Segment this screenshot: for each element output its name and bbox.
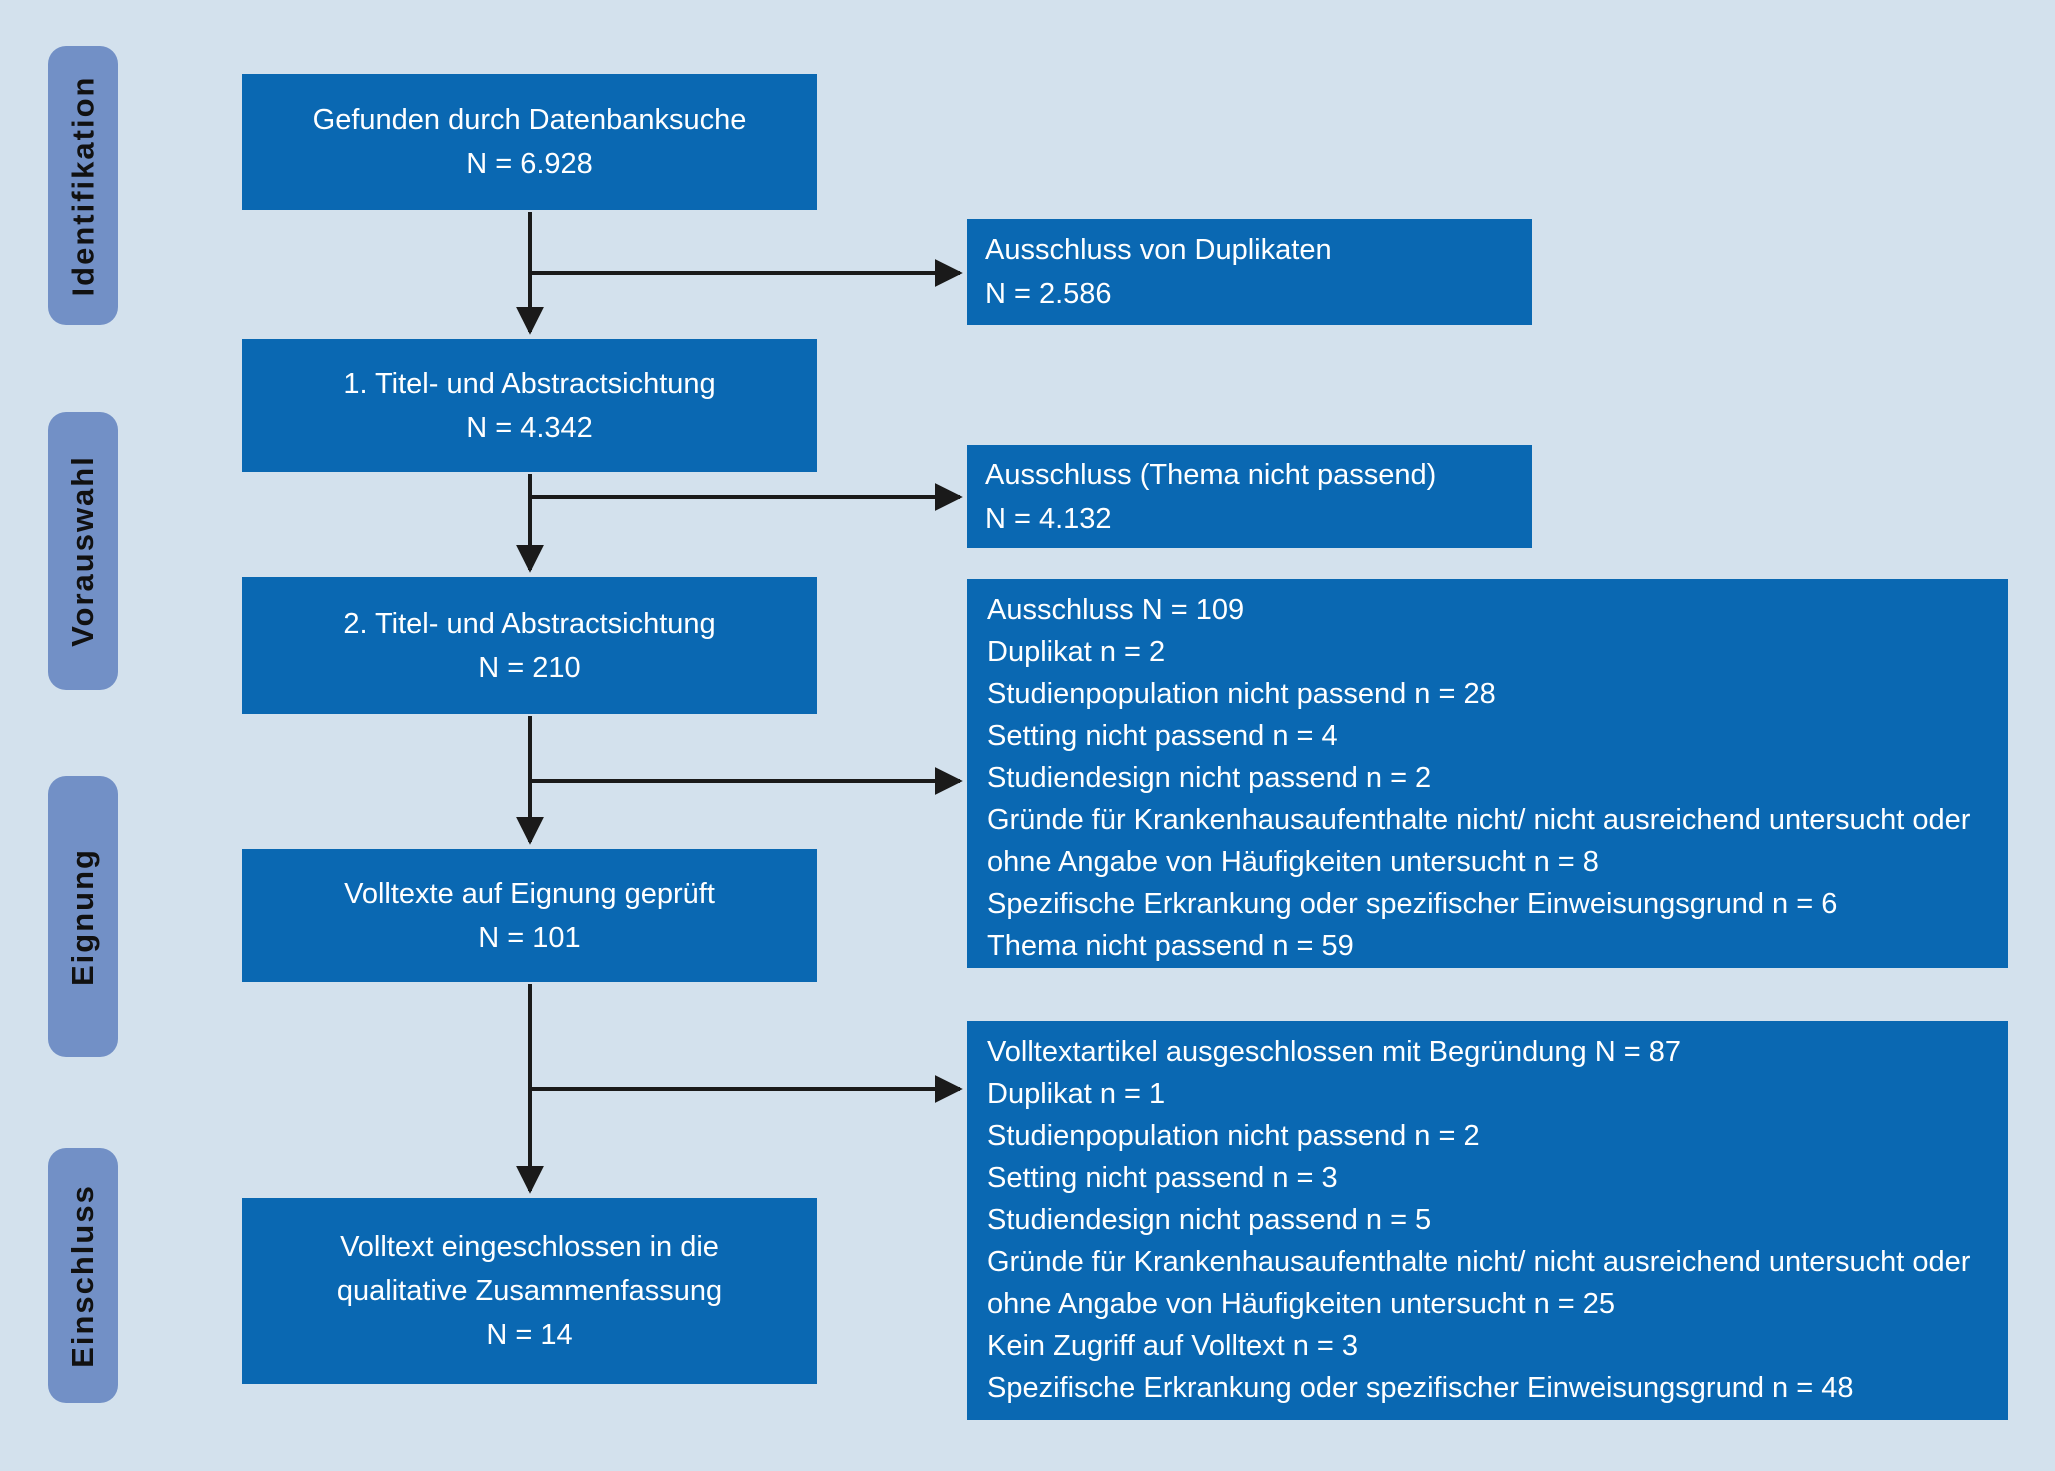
box-line: Duplikat n = 2 [987, 636, 1166, 668]
box-line: Ausschluss von Duplikaten [985, 234, 1332, 266]
flow-box-first-screening: 1. Titel- und Abstractsichtung N = 4.342 [242, 339, 817, 472]
stage-label-eignung: Eignung [48, 776, 118, 1057]
box-line: Volltexte auf Eignung geprüft [344, 877, 715, 910]
box-line: Studiendesign nicht passend n = 5 [987, 1204, 1432, 1236]
box-line: N = 210 [478, 651, 581, 684]
stage-label-einschluss: Einschluss [48, 1148, 118, 1403]
box-line: Ausschluss (Thema nicht passend) [985, 458, 1437, 491]
box-line: N = 101 [478, 921, 581, 954]
flow-box-second-screening: 2. Titel- und Abstractsichtung N = 210 [242, 577, 817, 714]
stage-label-text: Einschluss [65, 1183, 100, 1368]
box-line: Setting nicht passend n = 4 [987, 720, 1338, 752]
flow-box-included: Volltext eingeschlossen in die qualitati… [242, 1198, 817, 1384]
box-line: qualitative Zusammenfassung [336, 1275, 723, 1307]
box-line: Ausschluss N = 109 [987, 594, 1245, 626]
box-line: Spezifische Erkrankung oder spezifischer… [987, 888, 1838, 920]
box-line: Studienpopulation nicht passend n = 2 [987, 1120, 1480, 1152]
exclusion-box-duplicates: Ausschluss von Duplikaten N = 2.586 [967, 219, 1532, 325]
stage-label-text: Eignung [65, 847, 101, 986]
exclusion-box-topic: Ausschluss (Thema nicht passend) N = 4.1… [967, 445, 1532, 548]
box-line: Studienpopulation nicht passend n = 28 [987, 678, 1496, 710]
box-line: Thema nicht passend n = 59 [987, 930, 1354, 962]
box-line: Gefunden durch Datenbanksuche [312, 104, 747, 136]
box-line: Volltextartikel ausgeschlossen mit Begrü… [987, 1036, 1681, 1068]
flow-box-database-search: Gefunden durch Datenbanksuche N = 6.928 [242, 74, 817, 210]
box-line: N = 14 [486, 1319, 573, 1351]
stage-label-vorauswahl: Vorauswahl [48, 412, 118, 690]
stage-label-text: Identifikation [65, 75, 101, 296]
exclusion-box-fulltext-details: Volltextartikel ausgeschlossen mit Begrü… [967, 1021, 2008, 1420]
box-line: N = 6.928 [466, 148, 593, 180]
box-line: Duplikat n = 1 [987, 1078, 1166, 1110]
box-line: Studiendesign nicht passend n = 2 [987, 762, 1432, 794]
stage-label-text: Vorauswahl [65, 455, 101, 647]
box-line: Volltext eingeschlossen in die [340, 1231, 719, 1263]
stage-label-identifikation: Identifikation [48, 46, 118, 325]
box-line: Spezifische Erkrankung oder spezifischer… [987, 1372, 1854, 1404]
box-line: Kein Zugriff auf Volltext n = 3 [987, 1330, 1359, 1362]
flow-box-fulltext-eligibility: Volltexte auf Eignung geprüft N = 101 [242, 849, 817, 982]
box-line: 2. Titel- und Abstractsichtung [343, 607, 716, 640]
box-line: N = 2.586 [985, 278, 1112, 310]
box-line: N = 4.342 [466, 411, 593, 444]
box-line: Gründe für Krankenhausaufenthalte nicht/… [987, 1246, 1971, 1320]
exclusion-box-screening-details: Ausschluss N = 109 Duplikat n = 2 Studie… [967, 579, 2008, 968]
box-line: N = 4.132 [985, 502, 1112, 535]
box-line: 1. Titel- und Abstractsichtung [343, 367, 716, 400]
box-line: Gründe für Krankenhausaufenthalte nicht/… [987, 804, 1971, 878]
box-line: Setting nicht passend n = 3 [987, 1162, 1338, 1194]
